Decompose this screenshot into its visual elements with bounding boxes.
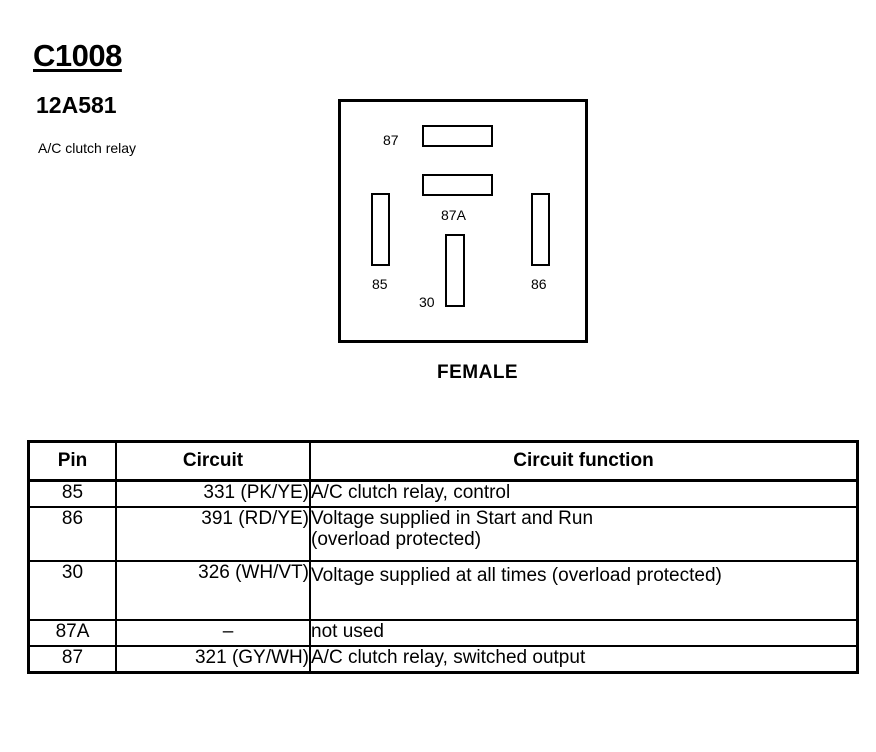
cell-circuit: 321 (GY/WH) (115, 645, 311, 674)
cell-pin: 87 (27, 645, 117, 674)
cell-function: Voltage supplied in Start and Run (overl… (309, 506, 859, 562)
function-line: A/C clutch relay, control (311, 482, 511, 503)
table-header-row: Pin Circuit Circuit function (27, 440, 859, 482)
function-line: not used (311, 621, 384, 642)
pin-slot-87a (422, 174, 493, 196)
pin-label-87: 87 (383, 132, 399, 148)
pin-label-86: 86 (531, 276, 547, 292)
cell-pin: 30 (27, 560, 117, 621)
table-row: 86 391 (RD/YE) Voltage supplied in Start… (27, 506, 859, 562)
table-row: 85 331 (PK/YE) A/C clutch relay, control (27, 479, 859, 508)
pin-label-85: 85 (372, 276, 388, 292)
cell-circuit: – (115, 619, 311, 647)
cell-function: A/C clutch relay, switched output (309, 645, 859, 674)
pin-label-87a: 87A (441, 207, 466, 223)
function-line: Voltage supplied in Start and Run (311, 508, 594, 529)
connector-description: A/C clutch relay (38, 140, 137, 156)
connector-face (338, 99, 588, 343)
function-line: Voltage supplied at all times (overload … (311, 565, 722, 586)
cell-pin: 85 (27, 479, 117, 508)
cell-function: not used (309, 619, 859, 647)
cell-circuit: 326 (WH/VT) (115, 560, 311, 621)
cell-pin: 87A (27, 619, 117, 647)
connector-id: C1008 (33, 38, 122, 73)
pin-slot-30 (445, 234, 465, 307)
header-circuit-function: Circuit function (309, 440, 859, 482)
cell-circuit: 331 (PK/YE) (115, 479, 311, 508)
header-circuit: Circuit (115, 440, 311, 482)
header-pin: Pin (27, 440, 117, 482)
cell-pin: 86 (27, 506, 117, 562)
function-line: A/C clutch relay, switched output (311, 647, 586, 668)
cell-function: A/C clutch relay, control (309, 479, 859, 508)
pin-slot-85 (371, 193, 390, 266)
function-line: (overload protected) (311, 529, 482, 550)
pin-slot-87 (422, 125, 493, 147)
pinout-table: Pin Circuit Circuit function 85 331 (PK/… (27, 440, 859, 674)
table-row: 30 326 (WH/VT) Voltage supplied at all t… (27, 560, 859, 621)
pin-slot-86 (531, 193, 550, 266)
connector-gender-label: FEMALE (437, 362, 519, 383)
table-row: 87 321 (GY/WH) A/C clutch relay, switche… (27, 645, 859, 674)
cell-function: Voltage supplied at all times (overload … (309, 560, 859, 621)
table-row: 87A – not used (27, 619, 859, 647)
pin-label-30: 30 (419, 294, 435, 310)
part-number: 12A581 (36, 92, 117, 118)
cell-circuit: 391 (RD/YE) (115, 506, 311, 562)
